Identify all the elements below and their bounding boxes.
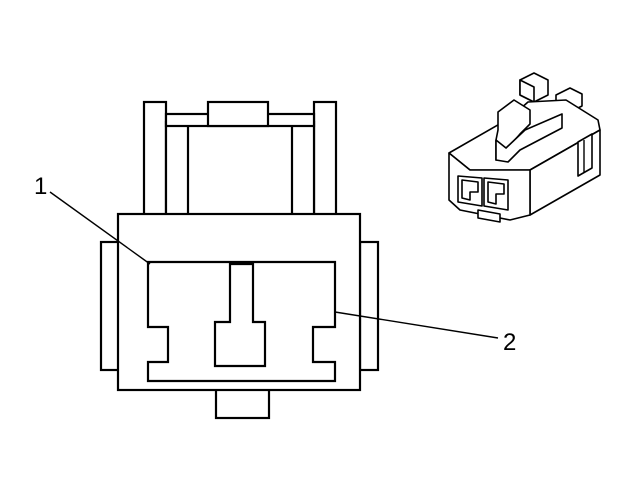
right-side-tab [358,240,380,372]
connector-front-view [99,100,380,420]
bottom-tab [214,386,271,420]
iso-ramp-front [495,113,563,163]
iso-terminal-left-inner [461,179,479,201]
callout-2: 2 [334,311,516,356]
connector-isometric-view [448,72,601,223]
iso-terminal-right-inner [487,181,505,205]
callout-2-label: 2 [503,329,516,356]
left-latch-inner [164,120,190,218]
callout-1-label: 1 [34,173,47,200]
left-latch-arm [142,100,168,218]
latch-top-tab [206,100,270,128]
callout-1: 1 [34,173,151,265]
right-latch-inner [290,120,316,218]
right-latch-arm [312,100,338,218]
left-side-tab [99,240,121,372]
iso-side-rib [577,133,593,177]
iso-bottom-tab [477,209,501,223]
center-key [213,262,267,368]
callout-1-leader [49,191,151,265]
callout-2-leader [334,311,499,339]
